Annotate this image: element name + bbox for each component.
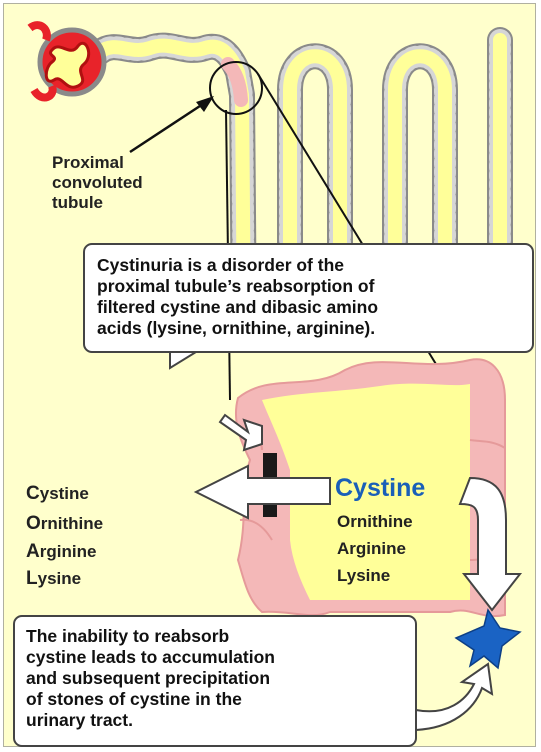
callout-top-line: Cystinuria is a disorder of the (97, 255, 529, 276)
aa-rest: ysine (38, 569, 81, 588)
callout-bottom-line: cystine leads to accumulation (26, 647, 416, 668)
aa-initial: O (26, 513, 41, 534)
left-aa-arginine: Arginine (26, 541, 96, 563)
callout-top-line: proximal tubule’s reabsorption of (97, 276, 529, 297)
aa-rest: ystine (40, 484, 89, 503)
lumen-aa-arginine: Arginine (337, 539, 406, 559)
callout-top-text: Cystinuria is a disorder of the proximal… (97, 255, 529, 339)
aa-rest: rginine (40, 542, 97, 561)
proximal-tubule-label: Proximal convoluted tubule (52, 153, 143, 213)
callout-top-line: acids (lysine, ornithine, arginine). (97, 318, 529, 339)
callout-top-tail (170, 352, 196, 368)
lumen-aa-lysine: Lysine (337, 566, 390, 586)
glomerulus (30, 25, 104, 97)
callout-bottom-line: of stones of cystine in the (26, 689, 416, 710)
proximal-label-line: convoluted (52, 173, 143, 193)
callout-top-line: filtered cystine and dibasic amino (97, 297, 529, 318)
aa-initial: A (26, 541, 40, 562)
left-aa-ornithine: Ornithine (26, 513, 103, 535)
cystine-stone (456, 610, 520, 668)
lumen-cystine-label: Cystine (335, 474, 425, 503)
callout-bottom-line: urinary tract. (26, 710, 416, 731)
pointer-arrow (130, 96, 214, 152)
proximal-label-line: tubule (52, 193, 143, 213)
callout-bottom-text: The inability to reabsorb cystine leads … (26, 626, 416, 731)
aa-initial: L (26, 568, 38, 589)
left-aa-lysine: Lysine (26, 568, 81, 590)
aa-rest: rnithine (41, 514, 103, 533)
lumen-aa-ornithine: Ornithine (337, 512, 413, 532)
left-aa-cystine: Cystine (26, 483, 89, 505)
aa-initial: C (26, 483, 40, 504)
callout-bottom-pointer (416, 664, 492, 730)
callout-bottom-line: and subsequent precipitation (26, 668, 416, 689)
callout-bottom-line: The inability to reabsorb (26, 626, 416, 647)
proximal-label-line: Proximal (52, 153, 143, 173)
